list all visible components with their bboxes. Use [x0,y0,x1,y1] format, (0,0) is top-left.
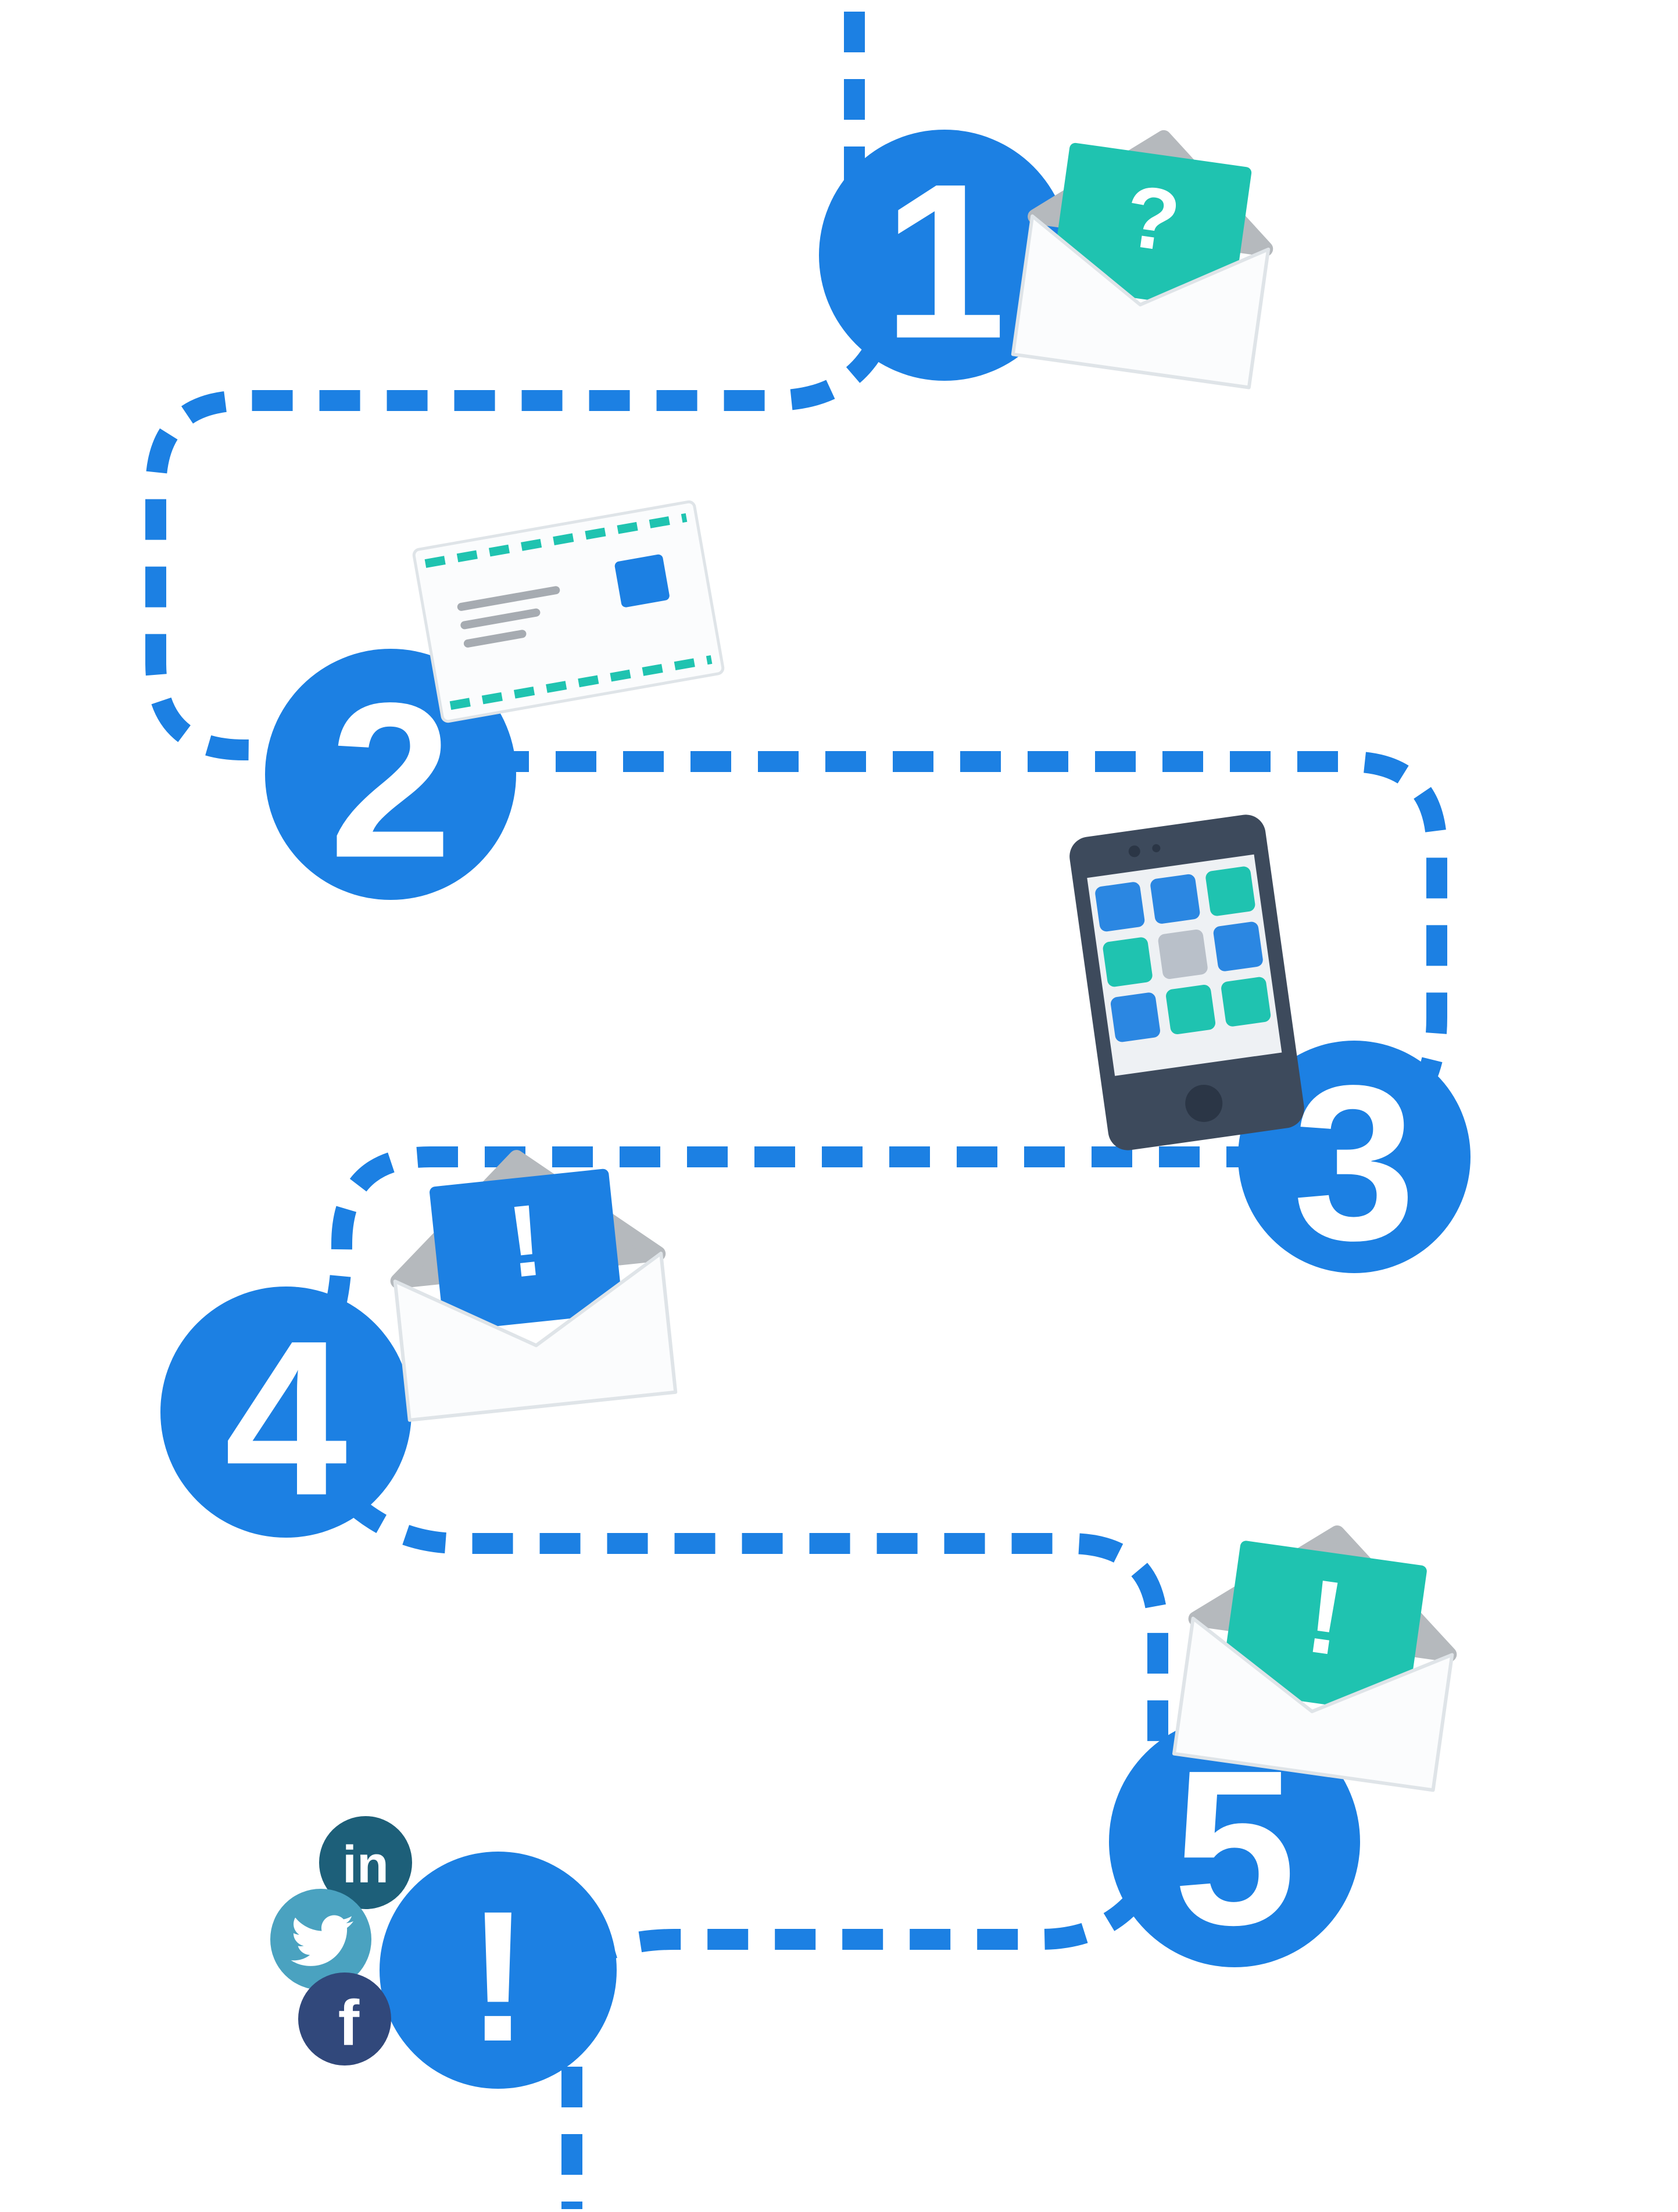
step-4-node [160,1287,412,1538]
final-alert-marker: ! [380,1852,617,2089]
step-1-node [819,130,1070,381]
facebook-label: f [338,1988,360,2059]
step-2-number: 2 [329,657,452,904]
home-button [1185,1084,1223,1122]
address-line [463,630,527,648]
app-tile [1158,929,1208,979]
camera-dot [1128,845,1140,857]
twitter-icon [270,1889,371,1990]
final-exclamation: ! [467,1872,529,2080]
app-tile [1095,882,1145,932]
step-1-number: 1 [883,138,1006,385]
app-tile [1103,937,1153,987]
facebook-circle [298,1972,391,2066]
app-tile [1150,874,1200,924]
app-tile [1213,921,1263,971]
step-3-number: 3 [1293,1039,1415,1287]
stamp [614,554,670,608]
smartphone-icon [1069,814,1304,1150]
address-line [460,608,541,630]
linkedin-label: in [342,1836,389,1894]
envelope-pocket [393,1252,678,1422]
facebook-icon: f [298,1972,391,2066]
alert-letter [430,1168,623,1331]
step-5-node [1109,1716,1360,1967]
open-envelope-alert-icon: ! [390,1150,678,1422]
postal-letter-icon [412,500,725,723]
message-card [1221,1541,1427,1716]
airmail-stripe-top [424,513,688,568]
envelope-alert-teal-icon: ! [1172,1525,1457,1792]
envelope-question-icon: ? [1011,130,1273,389]
linkedin-icon: in [319,1816,412,1909]
envelope-pocket [1172,1616,1454,1792]
airmail-stripe-bottom [449,655,713,710]
sensor-dot [1152,844,1161,853]
app-tile [1221,977,1271,1027]
step-4-number: 4 [224,1295,349,1542]
journey-path [145,12,1447,2209]
app-tile [1205,866,1255,916]
app-tile [1166,985,1216,1035]
step-5-number: 5 [1173,1724,1296,1971]
linkedin-circle [319,1816,412,1909]
final-node [380,1852,617,2089]
envelope-pocket [1011,214,1271,389]
message-card [1051,142,1252,311]
address-line [457,586,560,611]
app-tile [1110,992,1160,1042]
twitter-bird [291,1915,354,1966]
